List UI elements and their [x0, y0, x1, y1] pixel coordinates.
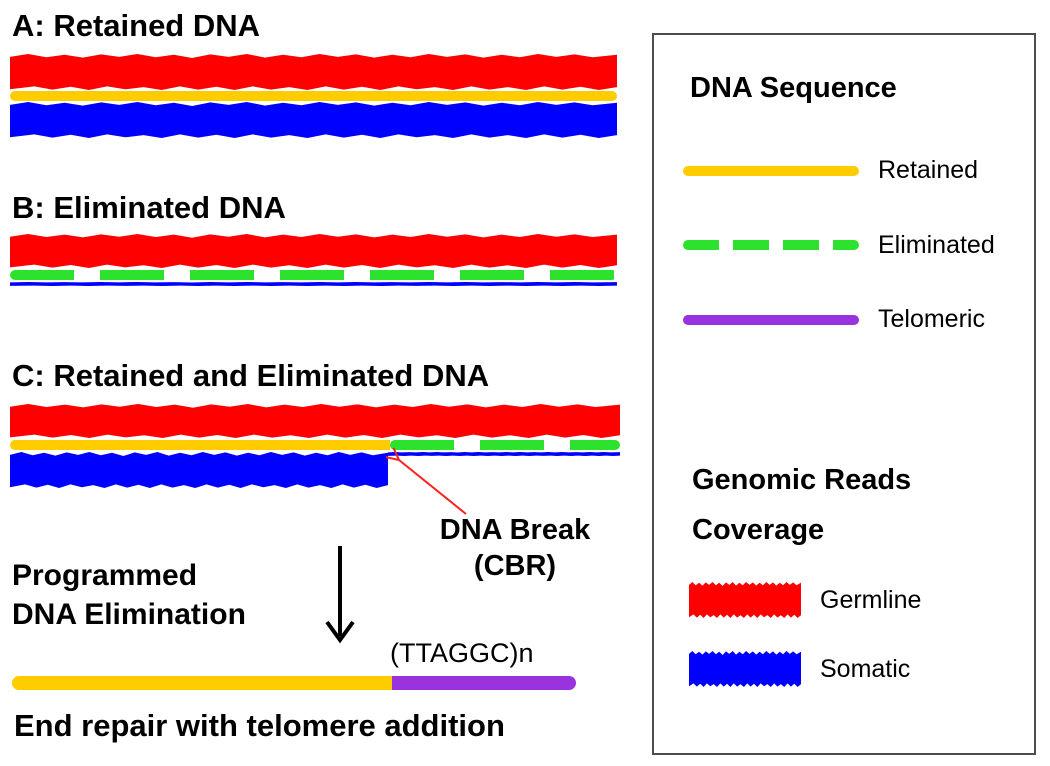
retained-sequence-line: [10, 91, 617, 101]
legend-eliminated-swatch: [683, 240, 859, 250]
legend-retained-swatch: [683, 166, 859, 176]
panel-a-track: [10, 54, 617, 138]
telomere-repeat-label: (TTAGGC)n: [390, 638, 534, 668]
legend-telomeric-swatch: [683, 315, 859, 325]
legend-germline-swatch: [689, 582, 801, 618]
legend-coverage-title-line2: Coverage: [692, 513, 825, 546]
process-label: Programmed DNA Elimination: [12, 556, 246, 634]
somatic-low-coverage-bar: [388, 452, 620, 456]
result-caption: End repair with telomere addition: [14, 708, 505, 743]
legend-telomeric-label: Telomeric: [878, 305, 985, 333]
eliminated-sequence-dashes: [390, 440, 620, 450]
germline-coverage-bar: [10, 234, 617, 268]
somatic-coverage-bar: [10, 102, 617, 138]
telomeric-sequence-line: [392, 676, 576, 690]
panel-b-title: B: Eliminated DNA: [12, 190, 286, 225]
repaired-chromosome: [12, 676, 576, 690]
retained-sequence-line: [12, 676, 396, 690]
legend-retained-label: Retained: [878, 156, 979, 184]
somatic-coverage-bar: [10, 452, 388, 488]
legend-germline-label: Germline: [820, 586, 922, 614]
legend-sequence-title: DNA Sequence: [690, 72, 897, 104]
process-label-line1: Programmed: [12, 559, 198, 592]
germline-coverage-bar: [10, 404, 620, 438]
legend-coverage-title-line1: Genomic Reads: [692, 464, 912, 496]
legend-somatic-label: Somatic: [820, 655, 911, 683]
process-label-line2: DNA Elimination: [12, 598, 246, 631]
legend-eliminated-label: Eliminated: [878, 231, 995, 259]
panel-b-track: [10, 234, 617, 288]
panel-a-title: A: Retained DNA: [12, 8, 261, 43]
legend-somatic-swatch: [689, 651, 801, 687]
retained-sequence-line: [10, 440, 390, 450]
break-label-line1: DNA Break: [439, 514, 591, 546]
germline-coverage-bar: [10, 54, 617, 90]
break-label: DNA Break (CBR): [420, 512, 610, 585]
break-arrow: [399, 460, 467, 515]
break-label-line2: (CBR): [473, 550, 557, 583]
legend-coverage-title: Genomic Reads Coverage: [692, 456, 911, 556]
panel-c-title: C: Retained and Eliminated DNA: [12, 358, 490, 393]
somatic-coverage-bar: [10, 282, 617, 286]
eliminated-sequence-dashes: [10, 270, 617, 280]
panel-c-track: [10, 404, 620, 488]
down-arrow: [325, 546, 355, 644]
legend-box: [652, 33, 1036, 755]
